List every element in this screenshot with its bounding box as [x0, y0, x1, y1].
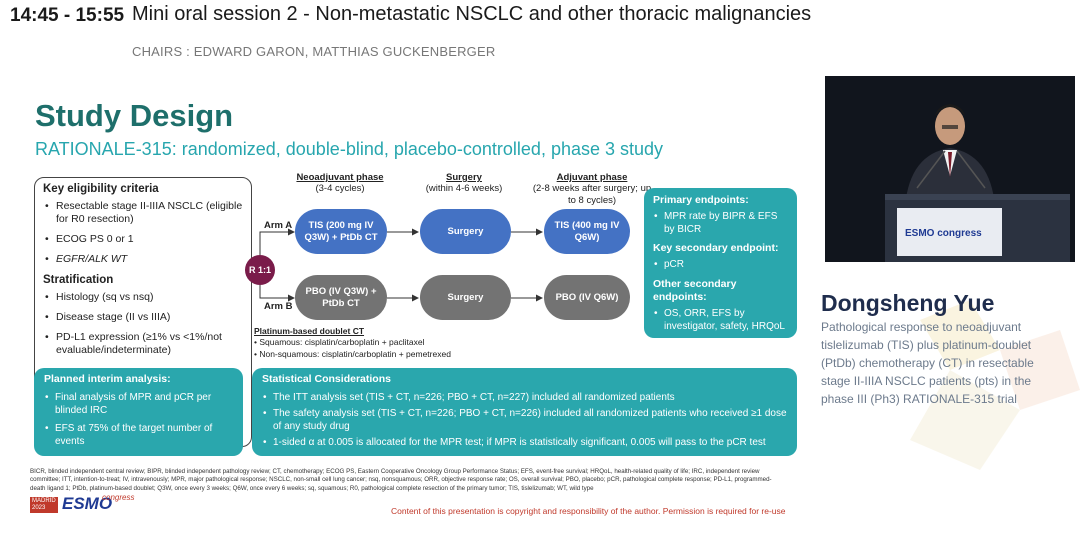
- session-header: 14:45 - 15:55 Mini oral session 2 - Non-…: [0, 0, 1080, 70]
- speaker-video: ESMO congress: [825, 76, 1075, 262]
- phase-adjuvant-detail: (2-8 weeks after surgery; up to 8 cycles…: [532, 183, 652, 206]
- arm-b-surgery: Surgery: [420, 275, 511, 320]
- stats-item: The ITT analysis set (TIS + CT, n=226; P…: [262, 391, 787, 404]
- eligibility-item: EGFR/ALK WT: [43, 253, 243, 266]
- doublet-squamous: Squamous: cisplatin/carboplatin + paclit…: [259, 337, 425, 348]
- arm-b-neoadjuvant: PBO (IV Q3W) + PtDb CT: [295, 275, 387, 320]
- doublet-title: Platinum-based doublet CT: [254, 326, 365, 336]
- presentation-slide: Study Design RATIONALE-315: randomized, …: [22, 92, 812, 527]
- arm-b-adjuvant: PBO (IV Q6W): [544, 275, 630, 320]
- podium-logo: ESMO congress: [905, 228, 982, 239]
- stats-item: 1-sided α at 0.005 is allocated for the …: [262, 436, 787, 449]
- other-secondary-item: OS, ORR, EFS by investigator, safety, HR…: [653, 308, 788, 333]
- abbreviations-footnote: BICR, blinded independent central review…: [30, 468, 772, 492]
- phase-surgery-title: Surgery: [446, 172, 482, 183]
- eligibility-item: ECOG PS 0 or 1: [43, 233, 243, 246]
- statistical-considerations-box: Statistical Considerations The ITT analy…: [252, 368, 797, 456]
- interim-item: EFS at 75% of the target number of event…: [44, 422, 233, 448]
- logo-congress: congress: [102, 493, 135, 502]
- phase-surgery: Surgery (within 4-6 weeks): [414, 172, 514, 195]
- slide-subtitle: RATIONALE-315: randomized, double-blind,…: [35, 139, 664, 159]
- session-time: 14:45 - 15:55: [10, 5, 125, 26]
- phase-neoadjuvant-detail: (3-4 cycles): [315, 183, 365, 195]
- phase-adjuvant-title: Adjuvant phase: [556, 172, 628, 183]
- talk-title: Pathological response to neoadjuvant tis…: [821, 320, 1034, 406]
- speaker-video-frame: ESMO congress: [825, 76, 1075, 262]
- interim-item: Final analysis of MPR and pCR per blinde…: [44, 391, 233, 417]
- arm-a-adjuvant: TIS (400 mg IV Q6W): [544, 209, 630, 254]
- arm-a-label: Arm A: [264, 220, 293, 231]
- key-secondary-item: pCR: [653, 259, 788, 272]
- doublet-nonsquamous: Non-squamous: cisplatin/carboplatin + pe…: [259, 348, 451, 359]
- copyright-notice: Content of this presentation is copyrigh…: [391, 506, 786, 516]
- key-secondary-heading: Key secondary endpoint:: [653, 242, 779, 255]
- flow-connectors: [245, 228, 543, 302]
- stratification-heading: Stratification: [43, 273, 114, 286]
- session-title: Mini oral session 2 - Non-metastatic NSC…: [132, 3, 812, 25]
- stratification-item: Histology (sq vs nsq): [43, 291, 243, 304]
- arm-b-label: Arm B: [264, 301, 293, 312]
- arm-a-neoadjuvant: TIS (200 mg IV Q3W) + PtDb CT: [295, 209, 387, 254]
- phase-surgery-detail: (within 4-6 weeks): [425, 183, 503, 195]
- interim-analysis-box: Planned interim analysis: Final analysis…: [34, 368, 243, 456]
- logo-brand: ESMO: [62, 494, 113, 513]
- phase-neoadjuvant: Neoadjuvant phase (3-4 cycles): [290, 172, 390, 195]
- stats-heading: Statistical Considerations: [262, 373, 391, 385]
- stratification-item: Disease stage (II vs IIIA): [43, 311, 243, 324]
- session-chairs: CHAIRS : EDWARD GARON, MATTHIAS GUCKENBE…: [132, 44, 496, 59]
- other-secondary-heading: Other secondary endpoints:: [653, 277, 737, 303]
- stats-item: The safety analysis set (TIS + CT, n=226…: [262, 407, 787, 433]
- randomization-circle: R 1:1: [245, 255, 275, 285]
- eligibility-heading: Key eligibility criteria: [43, 183, 159, 195]
- endpoints-box: Primary endpoints: MPR rate by BIPR & EF…: [644, 188, 797, 338]
- stratification-item: PD-L1 expression (≥1% vs <1%/not evaluab…: [43, 331, 243, 357]
- primary-endpoints-heading: Primary endpoints:: [653, 194, 749, 206]
- doublet-note: Platinum-based doublet CT • Squamous: ci…: [254, 326, 451, 359]
- primary-endpoint-item: MPR rate by BIPR & EFS by BICR: [653, 211, 788, 236]
- eligibility-box: Key eligibility criteria Resectable stag…: [34, 177, 252, 447]
- eligibility-item: Resectable stage II-IIIA NSCLC (eligible…: [43, 200, 243, 226]
- interim-heading: Planned interim analysis:: [44, 373, 171, 385]
- phase-adjuvant: Adjuvant phase (2-8 weeks after surgery;…: [532, 172, 652, 206]
- speaker-name: Dongsheng Yue: [821, 290, 995, 316]
- background-decoration: [910, 300, 1080, 470]
- arm-a-surgery: Surgery: [420, 209, 511, 254]
- phase-neoadjuvant-title: Neoadjuvant phase: [296, 172, 384, 183]
- slide-title: Study Design: [35, 98, 234, 133]
